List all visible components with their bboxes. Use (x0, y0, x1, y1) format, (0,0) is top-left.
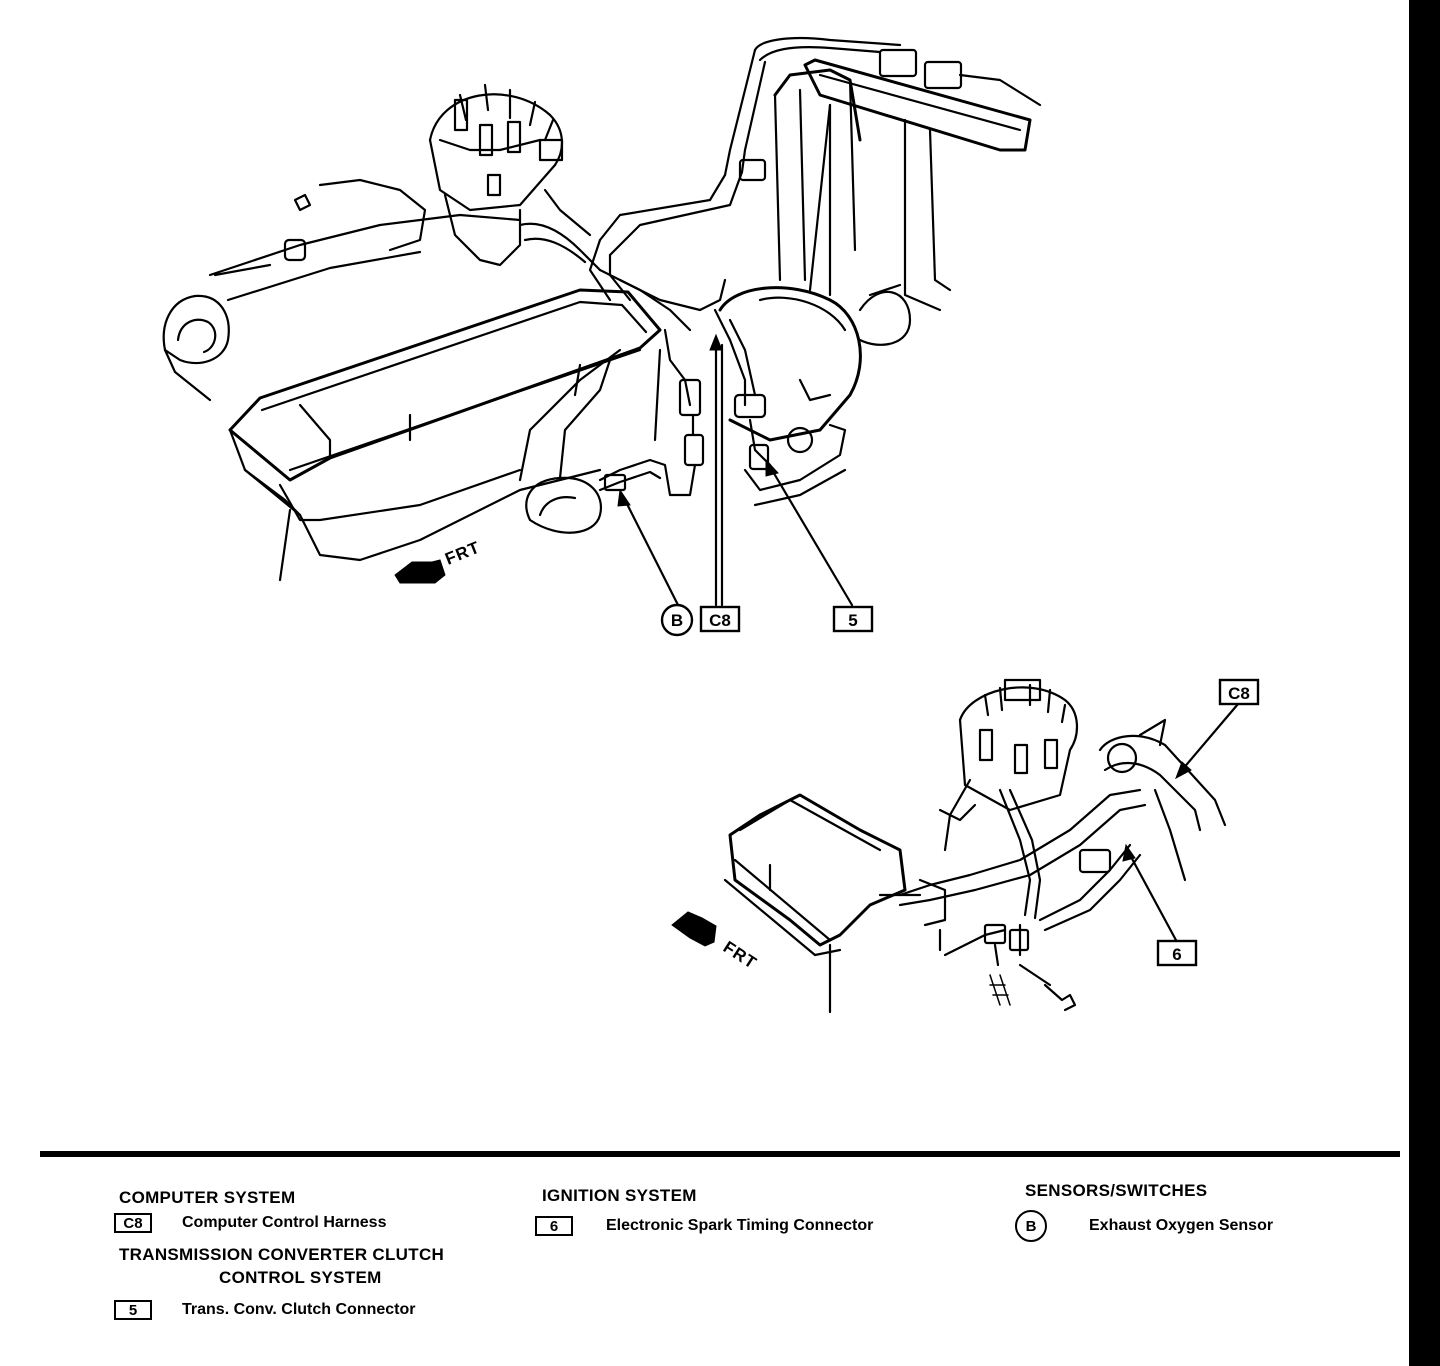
legend-item-c8: C8 Computer Control Harness (114, 1213, 386, 1233)
callout-c8-bottom: C8 (1218, 678, 1260, 706)
legend-code-b: B (1015, 1210, 1047, 1242)
svg-text:C8: C8 (1228, 684, 1250, 703)
legend-code-5: 5 (114, 1300, 152, 1320)
right-edge-bar (1409, 0, 1440, 1366)
legend-code-c8: C8 (114, 1213, 152, 1233)
bottom-engine-illustration (723, 678, 1227, 1014)
legend-transmission-heading-2: CONTROL SYSTEM (219, 1268, 382, 1287)
callout-6-bottom: 6 (1156, 939, 1198, 967)
legend-desc-b: Exhaust Oxygen Sensor (1089, 1217, 1274, 1234)
legend-computer-heading: COMPUTER SYSTEM (119, 1188, 296, 1207)
callout-c8-top: C8 (699, 605, 741, 633)
legend-desc-c8: Computer Control Harness (182, 1214, 387, 1231)
legend-transmission-heading-1: TRANSMISSION CONVERTER CLUTCH (119, 1245, 445, 1264)
legend-desc-6: Electronic Spark Timing Connector (606, 1217, 874, 1234)
svg-text:B: B (671, 611, 683, 630)
top-callout-leaders (617, 103, 854, 607)
callout-5-top: 5 (832, 605, 874, 633)
legend-item-b: B Exhaust Oxygen Sensor (1015, 1210, 1273, 1242)
svg-text:FRT: FRT (442, 538, 483, 569)
svg-text:6: 6 (1172, 945, 1181, 964)
legend-desc-5: Trans. Conv. Clutch Connector (182, 1301, 416, 1318)
legend-item-5: 5 Trans. Conv. Clutch Connector (114, 1300, 416, 1320)
bottom-callout-leaders (1122, 702, 1240, 944)
legend-sensors-heading: SENSORS/SWITCHES (1025, 1181, 1208, 1200)
top-callouts: B C8 5 (660, 603, 874, 637)
front-arrow-bottom: FRT (671, 911, 761, 973)
legend-code-6: 6 (535, 1216, 573, 1236)
legend-ignition-heading: IGNITION SYSTEM (542, 1186, 697, 1205)
bottom-callouts: C8 6 (1156, 678, 1260, 967)
callout-b-top: B (660, 603, 694, 637)
top-engine-illustration (162, 36, 1042, 582)
legend-divider (40, 1151, 1400, 1157)
legend-item-6: 6 Electronic Spark Timing Connector (535, 1216, 873, 1236)
svg-text:5: 5 (848, 611, 857, 630)
svg-text:C8: C8 (709, 611, 731, 630)
svg-text:FRT: FRT (720, 937, 761, 973)
